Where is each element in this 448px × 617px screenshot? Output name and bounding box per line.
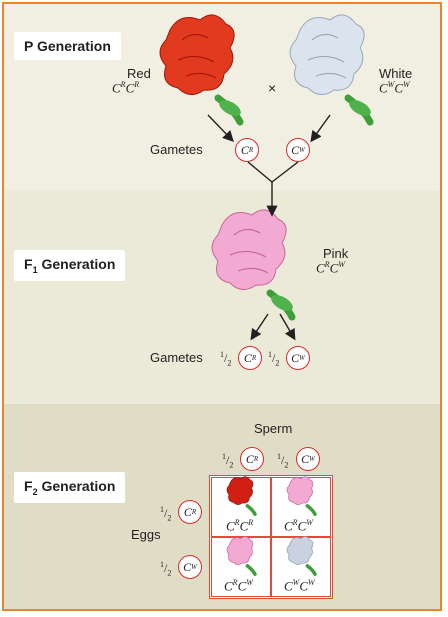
white-phenotype-label: White — [379, 66, 413, 81]
punnett-genotype-rw-top: CRCW — [284, 518, 313, 534]
egg-fraction-1: 1/2 — [160, 505, 172, 523]
cross-symbol: × — [268, 80, 277, 96]
white-genotype: CWCW — [379, 80, 410, 96]
punnett-red-flower-icon — [226, 476, 257, 516]
punnett-genotype-ww: CWCW — [284, 578, 315, 594]
egg-fraction-2: 1/2 — [160, 560, 172, 578]
arrow-f1-to-gamete-1 — [250, 313, 269, 341]
f1-gametes-label: Gametes — [150, 350, 203, 365]
p-generation-label: P Generation — [14, 32, 121, 60]
arrow-f1-to-gamete-2 — [279, 313, 296, 341]
sperm-fraction-2: 1/2 — [277, 452, 289, 470]
punnett-cell-rr — [211, 477, 271, 537]
f1-gamete-fraction-2: 1/2 — [268, 350, 280, 368]
merge-line-right — [271, 161, 299, 183]
punnett-genotype-rw-bottom: CRCW — [224, 578, 253, 594]
punnett-pink-flower-icon-1 — [286, 476, 317, 516]
sperm-label: Sperm — [254, 421, 293, 436]
punnett-white-flower-icon — [286, 536, 317, 576]
pink-phenotype-label: Pink — [323, 246, 349, 261]
punnett-pink-flower-icon-2 — [226, 536, 257, 576]
arrow-red-to-gamete — [207, 114, 234, 143]
f1-generation-label: F1 Generation — [14, 250, 126, 281]
red-flower-icon — [159, 14, 244, 126]
merge-line-left — [247, 161, 273, 183]
pink-flower-icon — [211, 209, 296, 321]
f1-gamete-fraction-1: 1/2 — [220, 350, 232, 368]
red-genotype: CRCR — [112, 80, 140, 96]
f2-generation-label: F2 Generation — [14, 472, 126, 503]
arrow-white-to-gamete — [310, 114, 331, 143]
sperm-fraction-1: 1/2 — [222, 452, 234, 470]
red-phenotype-label: Red — [127, 66, 151, 81]
pink-genotype: CRCW — [316, 260, 345, 276]
p-gametes-label: Gametes — [150, 142, 203, 157]
punnett-genotype-rr: CRCR — [226, 518, 254, 534]
white-flower-icon — [289, 14, 374, 126]
eggs-label: Eggs — [131, 527, 161, 542]
